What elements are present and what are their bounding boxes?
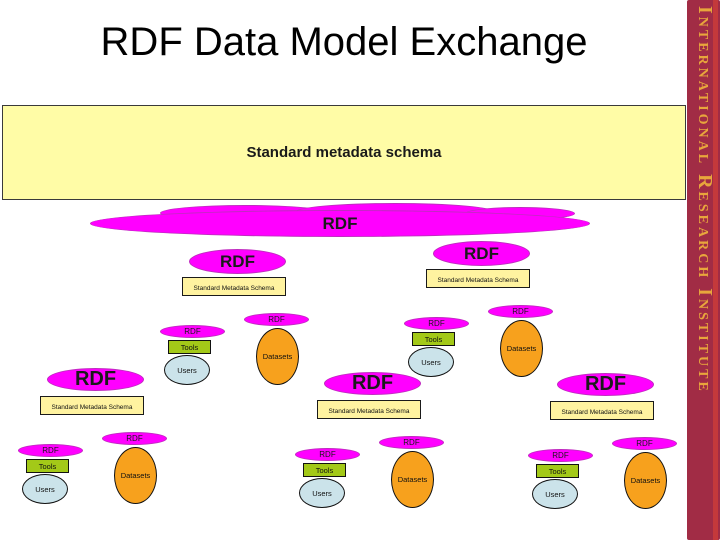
tools-rdf-disk: RDF — [160, 325, 225, 338]
tools-label: Tools — [548, 466, 567, 476]
root-rdf-ellipse — [90, 210, 590, 237]
datasets-ellipse: Datasets — [624, 452, 667, 509]
schema-label: Standard Metadata Schema — [561, 409, 643, 416]
datasets-ellipse: Datasets — [256, 328, 299, 385]
datasets-rdf-disk: RDF — [379, 436, 444, 449]
tools-rdf-disk: RDF — [528, 449, 593, 462]
rdf-label: RDF — [351, 372, 394, 394]
schema-banner-label: Standard metadata schema — [246, 144, 442, 161]
rdf-label: RDF — [464, 243, 499, 263]
schema-banner: Standard metadata schema — [2, 105, 686, 200]
datasets-label: Datasets — [397, 475, 428, 484]
tools-box: Tools — [303, 463, 346, 477]
rdf-label: RDF — [220, 251, 255, 271]
tools-rdf-label: RDF — [552, 451, 569, 460]
users-ellipse: Users — [408, 347, 454, 377]
sidebar-accent-stripe — [713, 0, 718, 540]
rdf-cluster-mid-left: RDF Standard Metadata Schema RDF Tools U… — [160, 249, 325, 386]
datasets-ellipse: Datasets — [114, 447, 157, 504]
datasets-rdf-disk: RDF — [244, 313, 309, 326]
tools-rdf-disk: RDF — [18, 444, 83, 457]
datasets-label: Datasets — [630, 476, 661, 485]
rdf-cluster-bottom-middle: RDF Standard Metadata Schema RDF Tools U… — [295, 372, 460, 509]
rdf-ellipse: RDF — [189, 249, 286, 274]
users-ellipse: Users — [532, 479, 578, 509]
schema-label: Standard Metadata Schema — [51, 404, 133, 411]
tools-rdf-disk: RDF — [295, 448, 360, 461]
root-rdf-label: RDF — [322, 214, 358, 233]
datasets-ellipse: Datasets — [391, 451, 434, 508]
rdf-cluster-mid-right: RDF Standard Metadata Schema RDF Tools U… — [404, 241, 569, 378]
schema-label: Standard Metadata Schema — [328, 408, 410, 415]
rdf-label: RDF — [74, 368, 117, 390]
tools-label: Tools — [38, 461, 57, 471]
rdf-label: RDF — [584, 373, 627, 395]
users-label: Users — [177, 365, 197, 375]
schema-box: Standard Metadata Schema — [317, 400, 421, 419]
schema-box: Standard Metadata Schema — [40, 396, 144, 415]
datasets-rdf-label: RDF — [126, 434, 143, 443]
users-label: Users — [35, 484, 55, 494]
rdf-ellipse: RDF — [557, 373, 654, 396]
datasets-rdf-label: RDF — [268, 315, 285, 324]
datasets-rdf-label: RDF — [403, 438, 420, 447]
datasets-rdf-label: RDF — [636, 439, 653, 448]
tools-label: Tools — [315, 465, 334, 475]
rdf-ellipse: RDF — [433, 241, 530, 266]
schema-box: Standard Metadata Schema — [550, 401, 654, 420]
institute-name: International Research Institute — [694, 6, 716, 394]
users-label: Users — [312, 488, 332, 498]
tools-box: Tools — [26, 459, 69, 473]
tools-box: Tools — [168, 340, 211, 354]
rdf-cluster-bottom-right: RDF Standard Metadata Schema RDF Tools U… — [528, 373, 693, 510]
tools-label: Tools — [424, 334, 443, 344]
users-ellipse: Users — [299, 478, 345, 508]
page-title: RDF Data Model Exchange — [100, 20, 588, 64]
rdf-ellipse: RDF — [47, 368, 144, 391]
tools-box: Tools — [536, 464, 579, 478]
tools-box: Tools — [412, 332, 455, 346]
users-label: Users — [545, 489, 565, 499]
rdf-ellipse: RDF — [324, 372, 421, 395]
users-ellipse: Users — [164, 355, 210, 385]
users-label: Users — [421, 357, 441, 367]
datasets-ellipse: Datasets — [500, 320, 543, 377]
datasets-label: Datasets — [120, 471, 151, 480]
datasets-label: Datasets — [506, 344, 537, 353]
schema-box: Standard Metadata Schema — [426, 269, 530, 288]
institute-sidebar: International Research Institute — [687, 0, 720, 540]
tools-label: Tools — [180, 342, 199, 352]
tools-rdf-label: RDF — [184, 327, 201, 336]
schema-label: Standard Metadata Schema — [437, 277, 519, 284]
datasets-rdf-disk: RDF — [488, 305, 553, 318]
datasets-rdf-disk: RDF — [612, 437, 677, 450]
rdf-cluster-bottom-left: RDF Standard Metadata Schema RDF Tools U… — [18, 368, 183, 505]
schema-label: Standard Metadata Schema — [193, 285, 275, 292]
users-ellipse: Users — [22, 474, 68, 504]
tools-rdf-label: RDF — [319, 450, 336, 459]
datasets-rdf-disk: RDF — [102, 432, 167, 445]
datasets-label: Datasets — [262, 352, 293, 361]
datasets-rdf-label: RDF — [512, 307, 529, 316]
schema-box: Standard Metadata Schema — [182, 277, 286, 296]
tools-rdf-disk: RDF — [404, 317, 469, 330]
tools-rdf-label: RDF — [428, 319, 445, 328]
tools-rdf-label: RDF — [42, 446, 59, 455]
